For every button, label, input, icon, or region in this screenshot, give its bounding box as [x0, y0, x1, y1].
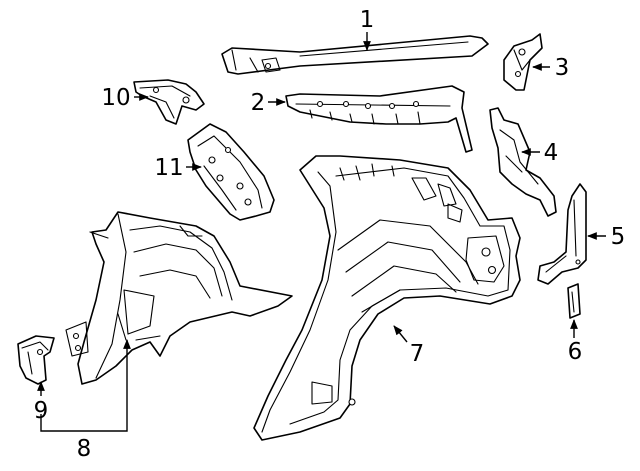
part-1-upper-rail	[221, 35, 489, 75]
callout-2: 2	[251, 90, 266, 116]
part-4-side-bracket	[489, 107, 557, 217]
part-8-wheelhouse-inner	[65, 211, 293, 385]
part-3-bracket	[503, 33, 543, 91]
callout-5: 5	[611, 224, 626, 250]
leader-8	[40, 339, 131, 432]
callout-7: 7	[410, 341, 425, 367]
part-11-mounting-plate	[187, 123, 275, 221]
part-2-lower-rail	[285, 85, 473, 153]
callout-9: 9	[34, 398, 49, 424]
part-6-clip	[567, 283, 581, 319]
callout-10: 10	[101, 85, 130, 111]
leader-7	[393, 325, 408, 343]
part-10-bracket	[133, 79, 205, 125]
callout-11: 11	[154, 155, 183, 181]
callout-4: 4	[544, 140, 559, 166]
part-9-bracket	[17, 335, 55, 385]
callout-3: 3	[555, 55, 570, 81]
callout-6: 6	[568, 339, 583, 365]
part-7-quarter-panel	[253, 155, 521, 441]
callout-1: 1	[360, 7, 375, 33]
leader-lines	[37, 32, 606, 432]
part-5-reinforcement	[537, 183, 587, 285]
callout-labels: 1 2 3 4 5 6 7 8 9 10 11	[34, 7, 626, 462]
callout-8: 8	[77, 436, 92, 462]
